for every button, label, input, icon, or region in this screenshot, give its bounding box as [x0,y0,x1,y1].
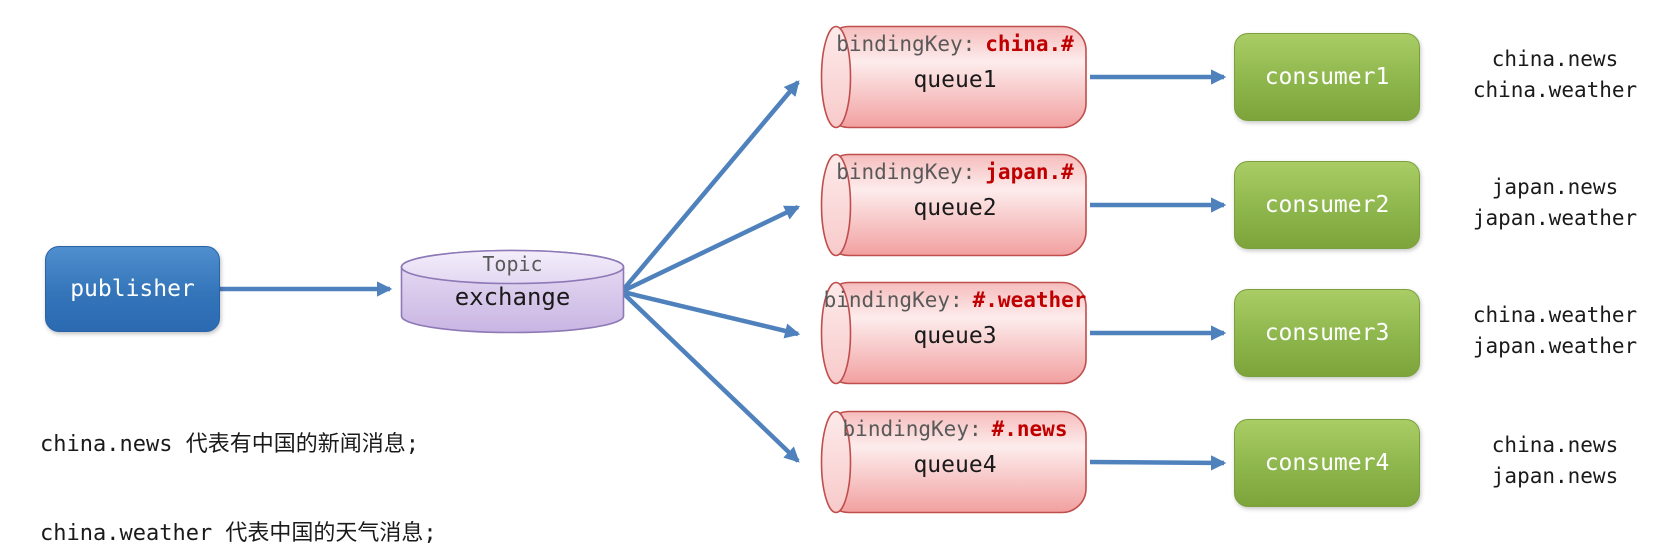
queue4-binding: bindingKey: #.news [822,417,1088,441]
notes-block: china.news 代表有中国的新闻消息; china.weather 代表中… [40,371,437,557]
queue-cylinder-shape [820,25,1087,129]
publisher-label: publisher [70,276,195,302]
note-line: china.weather 代表中国的天气消息; [40,520,437,546]
queue2-label: queue2 [913,195,997,221]
consumer2-routing-keys: japan.news japan.weather [1432,172,1678,234]
queue1-label: queue1 [913,67,997,93]
binding-key-value: china.# [985,32,1074,56]
queue1-binding: bindingKey: china.# [822,32,1088,56]
arrow-exchange-to-queue2 [622,204,801,294]
binding-key-value: #.news [991,417,1068,441]
routing-key-line: japan.weather [1472,206,1638,230]
consumer3-node: consumer3 [1234,289,1420,377]
publisher-node: publisher [45,246,220,332]
binding-key-value: #.weather [972,288,1087,312]
binding-key-label: bindingKey: [836,160,976,184]
routing-key-line: china.weather [1472,303,1638,327]
consumer1-label: consumer1 [1264,64,1390,90]
note-line: china.news 代表有中国的新闻消息; [40,432,419,457]
binding-key-label: bindingKey: [842,417,982,441]
routing-key-line: japan.news [1491,464,1619,488]
binding-key-label: bindingKey: [836,32,976,56]
queue4-label: queue4 [913,452,997,478]
consumer1-node: consumer1 [1234,33,1420,121]
arrow-exchange-to-queue4 [621,291,800,463]
queue2-binding: bindingKey: japan.# [822,160,1088,184]
exchange-cylinder-shape [400,249,625,334]
consumer4-label: consumer4 [1264,450,1390,476]
queue-cylinder-shape [820,281,1087,385]
consumer2-node: consumer2 [1234,161,1420,249]
routing-key-line: japan.news [1491,175,1619,199]
routing-key-line: japan.weather [1472,334,1638,358]
consumer1-routing-keys: china.news china.weather [1432,44,1678,106]
consumer2-label: consumer2 [1264,192,1390,218]
queue1-node: bindingKey: china.# queue1 [808,25,1088,129]
consumer4-node: consumer4 [1234,419,1420,507]
consumer4-routing-keys: china.news japan.news [1432,430,1678,492]
exchange-type-label: Topic [482,252,543,276]
consumer3-label: consumer3 [1264,320,1390,346]
arrow-exchange-to-queue3 [622,289,801,339]
arrow-exchange-to-queue1 [621,80,800,292]
queue4-node: bindingKey: #.news queue4 [808,410,1088,514]
queue-cylinder-shape [820,410,1087,514]
queue3-label: queue3 [913,323,997,349]
routing-key-line: china.weather [1472,78,1638,102]
queue3-binding: bindingKey: #.weather [822,288,1088,312]
arrow-queue4-to-consumer4 [1089,455,1227,471]
queue-cylinder-shape [820,153,1087,257]
binding-key-label: bindingKey: [823,288,963,312]
consumer3-routing-keys: china.weather japan.weather [1432,300,1678,362]
exchange-label: exchange [454,283,571,311]
queue3-node: bindingKey: #.weather queue3 [808,281,1088,385]
queue2-node: bindingKey: japan.# queue2 [808,153,1088,257]
routing-key-line: china.news [1491,433,1619,457]
binding-key-value: japan.# [985,160,1074,184]
exchange-node: Topic exchange [400,249,625,335]
routing-key-line: china.news [1491,47,1619,71]
